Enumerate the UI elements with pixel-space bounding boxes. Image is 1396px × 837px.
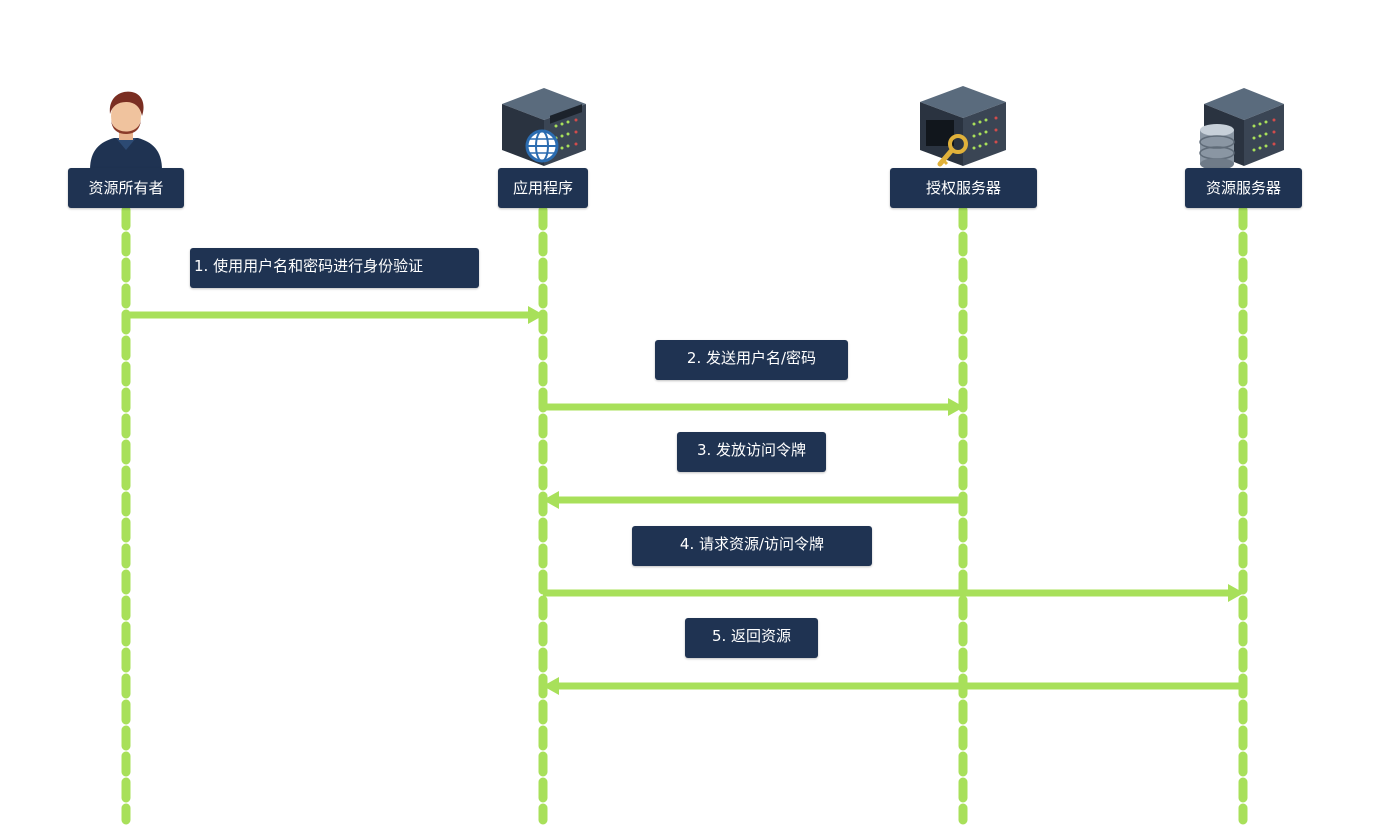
actor-label-auth-text: 授权服务器: [925, 179, 1001, 197]
actor-label-owner-text: 资源所有者: [88, 179, 164, 197]
message-label-4-text: 4. 请求资源/访问令牌: [679, 535, 825, 553]
web-server-icon: [502, 88, 586, 166]
message-arrowhead-5: [543, 677, 559, 695]
actor-label-app: 应用程序: [498, 168, 588, 208]
person-icon: [90, 91, 162, 170]
actor-label-app-text: 应用程序: [512, 179, 573, 197]
message-arrowhead-1: [528, 306, 544, 324]
message-label-3: 3. 发放访问令牌: [677, 432, 826, 472]
message-arrowhead-3: [543, 491, 559, 509]
message-label-5-text: 5. 返回资源: [711, 627, 792, 645]
actor-label-auth: 授权服务器: [890, 168, 1037, 208]
database-server-icon: [1199, 88, 1284, 170]
actor-label-resource-text: 资源服务器: [1205, 179, 1281, 197]
message-label-1: 1. 使用用户名和密码进行身份验证: [190, 248, 479, 288]
message-label-2-text: 2. 发送用户名/密码: [686, 349, 817, 367]
actor-label-resource: 资源服务器: [1185, 168, 1302, 208]
message-label-2: 2. 发送用户名/密码: [655, 340, 848, 380]
message-label-5: 5. 返回资源: [685, 618, 818, 658]
message-label-4: 4. 请求资源/访问令牌: [632, 526, 872, 566]
actor-label-owner: 资源所有者: [68, 168, 184, 208]
message-arrowhead-2: [948, 398, 964, 416]
message-arrowhead-4: [1228, 584, 1244, 602]
message-label-1-text: 1. 使用用户名和密码进行身份验证: [194, 257, 424, 275]
message-label-3-text: 3. 发放访问令牌: [696, 441, 807, 459]
key-server-icon: [920, 86, 1006, 167]
